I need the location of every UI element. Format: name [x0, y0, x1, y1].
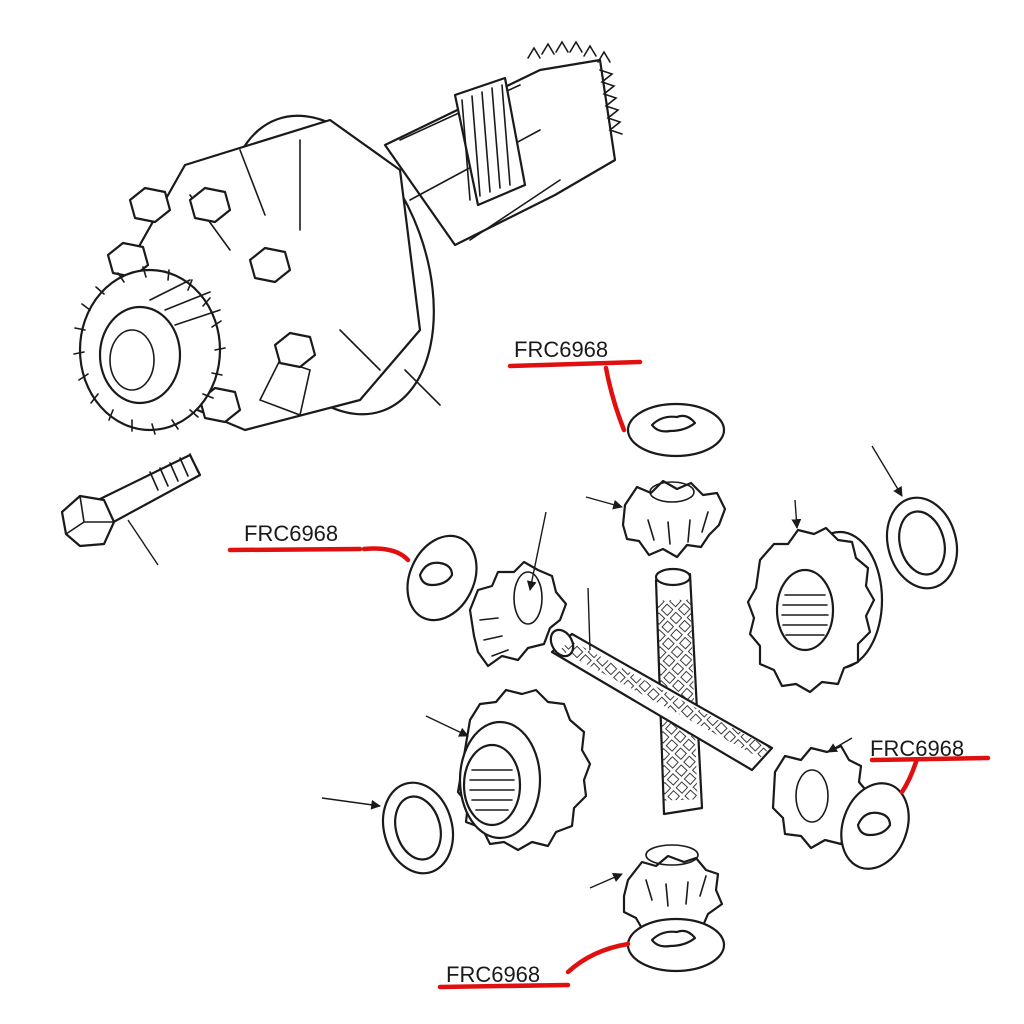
highlight-leader	[603, 365, 627, 433]
cross-shaft-horizontal	[549, 587, 774, 772]
callout-frc6968-right: FRC6968	[869, 736, 991, 795]
pinion-gear-bottom	[589, 844, 724, 938]
pinion-gear-upper	[585, 479, 727, 559]
part-number-label: FRC6968	[244, 521, 338, 546]
thrust-washer-lower-left	[321, 781, 455, 875]
differential-case-assembly	[73, 40, 623, 435]
highlight-underline	[227, 546, 363, 553]
shaft-leader-line	[587, 587, 591, 651]
output-shaft	[383, 40, 623, 247]
callout-frc6968-left: FRC6968	[227, 521, 411, 563]
bolt-head	[128, 186, 172, 224]
bolt-head	[248, 246, 292, 284]
thrust-washer-bottom	[626, 917, 726, 973]
highlight-leader	[565, 941, 631, 975]
bolt-leader-line	[127, 519, 159, 566]
thrust-washer-right	[871, 445, 959, 590]
highlight-underline	[869, 755, 991, 763]
callout-frc6968-bottom: FRC6968	[437, 941, 631, 990]
thrust-washer-right-lower	[840, 782, 910, 870]
bolt-head	[106, 241, 150, 279]
bolt-head	[273, 331, 317, 369]
thrust-washer-top	[626, 402, 726, 458]
highlight-underline	[437, 982, 571, 990]
case-bolt-heads	[106, 186, 317, 424]
part-number-label: FRC6968	[514, 337, 608, 362]
through-bolt	[60, 453, 202, 566]
highlight-leader	[899, 759, 919, 795]
case-leader-line	[404, 369, 441, 406]
shaft-spline-teeth	[527, 40, 623, 135]
side-gear-right	[746, 499, 884, 694]
part-number-label: FRC6968	[446, 962, 540, 987]
front-spline-hub	[73, 266, 226, 435]
highlight-underline	[507, 359, 643, 369]
thrust-washer-left	[406, 534, 478, 622]
pinion-gear-left	[468, 511, 568, 668]
callout-frc6968-top: FRC6968	[507, 337, 643, 433]
highlight-leader	[361, 546, 411, 563]
bolt-head	[188, 186, 232, 224]
side-gear-left	[425, 688, 592, 852]
